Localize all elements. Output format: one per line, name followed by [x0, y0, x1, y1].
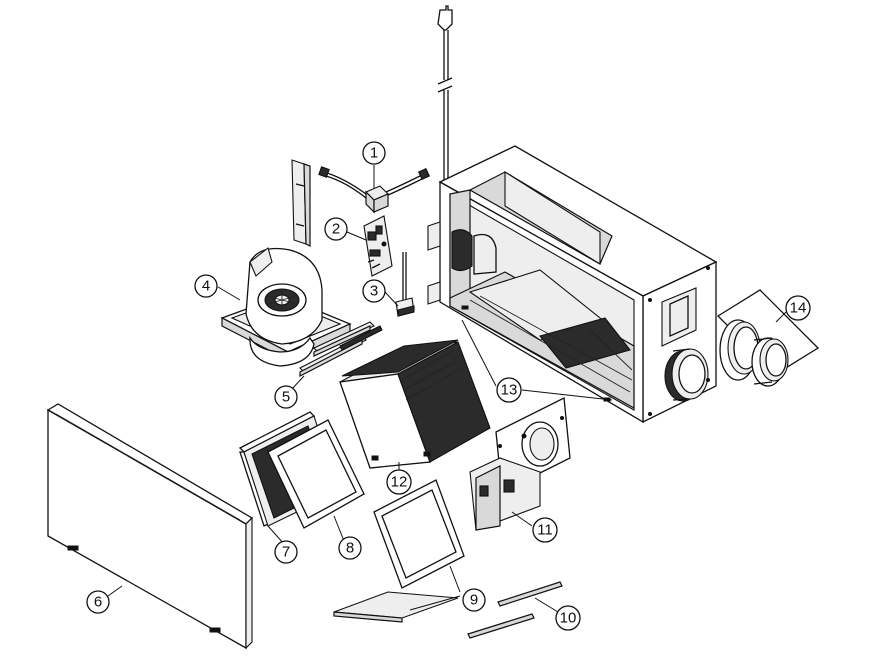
- lower-filter: [333, 479, 465, 623]
- callout-3-label: 3: [370, 283, 378, 300]
- sensor-probe: [395, 252, 415, 317]
- wiring-harness: [318, 166, 431, 214]
- blower-assembly: [220, 247, 352, 367]
- callout-7: 7: [274, 540, 298, 564]
- callout-6: 6: [86, 590, 110, 614]
- front-door-panel: [46, 403, 254, 650]
- slide-rails: [467, 581, 563, 639]
- callout-13-label: 13: [501, 382, 518, 399]
- callout-2: 2: [324, 217, 348, 241]
- callout-5: 5: [274, 385, 298, 409]
- callout-11-label: 11: [537, 522, 553, 539]
- callout-8-label: 8: [346, 540, 354, 557]
- callout-11: 11: [532, 517, 558, 543]
- control-board: [363, 215, 393, 277]
- damper-end-panel: [469, 396, 571, 531]
- power-cord: [437, 5, 453, 185]
- callout-9: 9: [462, 588, 486, 612]
- callout-7-label: 7: [282, 544, 290, 561]
- callout-12-label: 12: [391, 474, 408, 491]
- callout-4-label: 4: [202, 278, 210, 295]
- callout-1: 1: [362, 141, 386, 165]
- callout-13: 13: [496, 377, 522, 403]
- main-housing: [427, 145, 718, 424]
- callout-14-label: 14: [790, 300, 807, 317]
- callout-8: 8: [338, 536, 362, 560]
- callout-5-label: 5: [282, 389, 290, 406]
- leader-lines: [107, 165, 787, 613]
- callout-10-label: 10: [560, 610, 577, 627]
- filter-brackets: [299, 321, 383, 377]
- callout-9-label: 9: [470, 592, 478, 609]
- callout-4: 4: [194, 274, 218, 298]
- callout-14: 14: [785, 295, 811, 321]
- duct-collars: [716, 289, 820, 387]
- callout-1-label: 1: [370, 145, 378, 162]
- vertical-bracket: [291, 159, 311, 247]
- callout-12: 12: [386, 469, 412, 495]
- callout-10: 10: [555, 605, 581, 631]
- callout-6-label: 6: [94, 594, 102, 611]
- callout-3: 3: [362, 279, 386, 303]
- air-filter: [267, 419, 365, 529]
- callout-2-label: 2: [332, 221, 340, 238]
- heat-recovery-core: [339, 339, 491, 469]
